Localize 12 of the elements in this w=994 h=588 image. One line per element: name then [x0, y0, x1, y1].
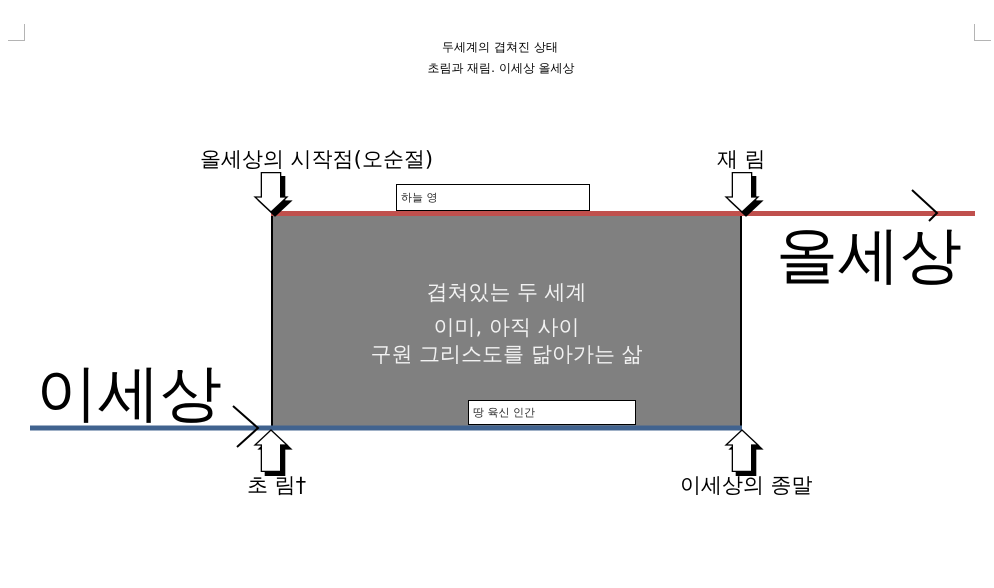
event-label: 이세상의 종말	[680, 472, 813, 498]
event-label: 올세상의 시작점(오순절)	[200, 146, 434, 172]
body-text: 이미, 아직 사이 구원 그리스도를 닮아가는 삶	[370, 314, 643, 368]
world-label: 이세상	[36, 362, 222, 424]
heading-text: 겹쳐있는 두 세계	[426, 279, 587, 305]
title: 두세계의 겹쳐진 상태	[442, 39, 558, 55]
event-label: 재 림	[717, 146, 766, 172]
world-label: 올세상	[776, 224, 962, 286]
subtitle: 초림과 재림. 이세상 올세상	[427, 60, 575, 76]
event-label: 초 림†	[247, 472, 306, 498]
label-box: 땅 육신 인간	[468, 400, 636, 425]
label-box: 하늘 영	[396, 184, 590, 211]
